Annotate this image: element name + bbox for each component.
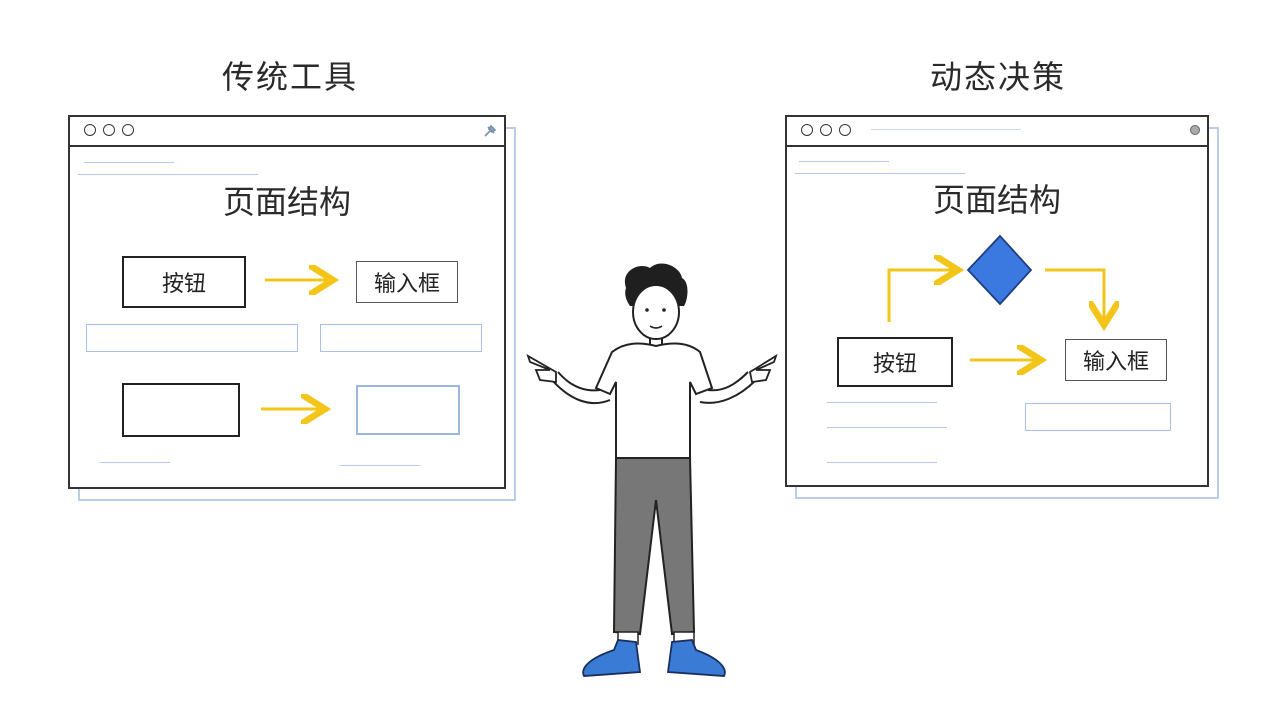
wireframe-line [795, 173, 965, 174]
placeholder-input-box [356, 385, 460, 435]
window-control-dot[interactable] [839, 124, 851, 136]
button-label: 按钮 [872, 352, 917, 377]
input-element[interactable]: 输入框 [1065, 339, 1167, 381]
button-element[interactable]: 按钮 [837, 337, 953, 387]
window-control-dot[interactable] [801, 124, 813, 136]
wireframe-bar [320, 324, 482, 352]
dynamic-decision-window: 页面结构 按钮 输入框 [785, 115, 1209, 487]
pin-icon [484, 124, 497, 137]
wireframe-line [799, 161, 889, 162]
pointing-hand-icon [526, 354, 557, 384]
input-element[interactable]: 输入框 [356, 261, 458, 303]
presenter-character [526, 263, 778, 677]
window-control-dot[interactable] [103, 124, 115, 136]
wireframe-line [100, 462, 170, 463]
pointing-hand-icon [748, 353, 778, 384]
wireframe-line [827, 427, 947, 428]
left-heading: 传统工具 [221, 58, 358, 96]
input-label: 输入框 [1082, 350, 1149, 375]
arrow-icon [1045, 268, 1104, 322]
decision-diamond-icon [966, 234, 1033, 306]
wireframe-line [340, 465, 420, 466]
button-label: 按钮 [161, 272, 206, 297]
shoe-icon [666, 639, 726, 677]
right-heading: 动态决策 [929, 58, 1066, 96]
shoe-icon [582, 639, 642, 677]
traditional-tools-window: 页面结构 按钮 输入框 [68, 115, 506, 489]
window-titlebar [70, 117, 504, 147]
wireframe-line [871, 129, 1021, 130]
window-control-dot[interactable] [820, 124, 832, 136]
window-titlebar [787, 117, 1207, 147]
page-structure-title: 页面结构 [222, 183, 351, 221]
wireframe-line [78, 174, 258, 175]
wireframe-line [84, 162, 174, 163]
page-structure-title: 页面结构 [932, 181, 1061, 219]
button-element[interactable]: 按钮 [122, 256, 246, 308]
window-control-dot[interactable] [122, 124, 134, 136]
wireframe-line [827, 462, 937, 463]
input-label: 输入框 [373, 272, 440, 297]
window-control-dot[interactable] [84, 124, 96, 136]
placeholder-box [122, 383, 240, 437]
record-icon [1190, 125, 1200, 135]
wireframe-line [827, 402, 937, 403]
wireframe-bar [1025, 403, 1171, 431]
arrow-icon [887, 270, 955, 322]
wireframe-bar [86, 324, 298, 352]
